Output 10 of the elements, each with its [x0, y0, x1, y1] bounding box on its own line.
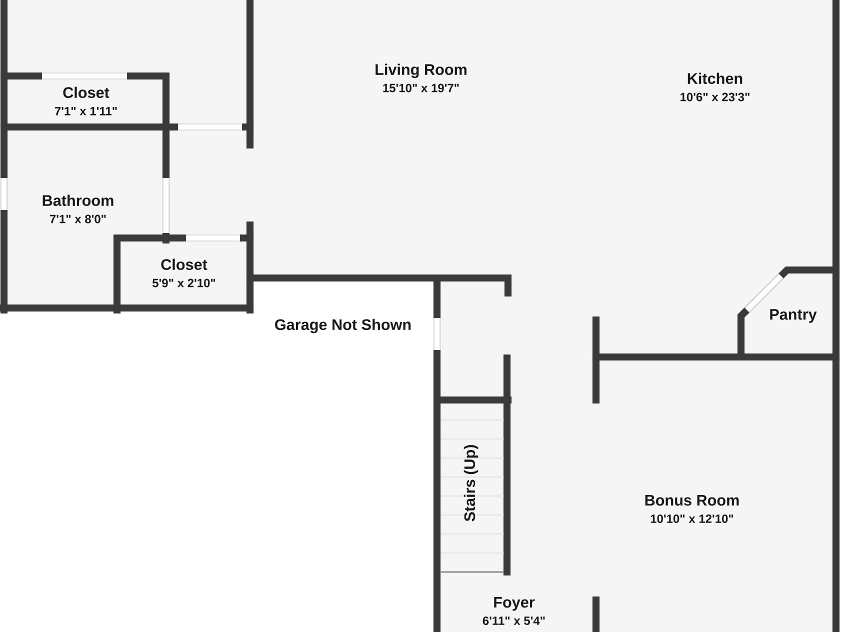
room-label: Stairs (Up): [464, 445, 478, 522]
room-label: Bonus Room 10'10" x 12'10": [645, 495, 739, 523]
room-label: Foyer 6'11" x 5'4": [482, 597, 545, 625]
room-label: Closet 7'1" x 1'11": [54, 86, 117, 116]
room-label: Pantry: [770, 309, 817, 323]
room-label: Closet 5'9" x 2'10": [152, 258, 216, 288]
room-label: Bathroom 7'1" x 8'0": [42, 194, 114, 224]
area-note: Garage Not Shown: [275, 318, 411, 334]
room-label: Living Room 15'10" x 19'7": [376, 64, 466, 92]
room-label: Kitchen 10'6" x 23'3": [680, 72, 750, 102]
